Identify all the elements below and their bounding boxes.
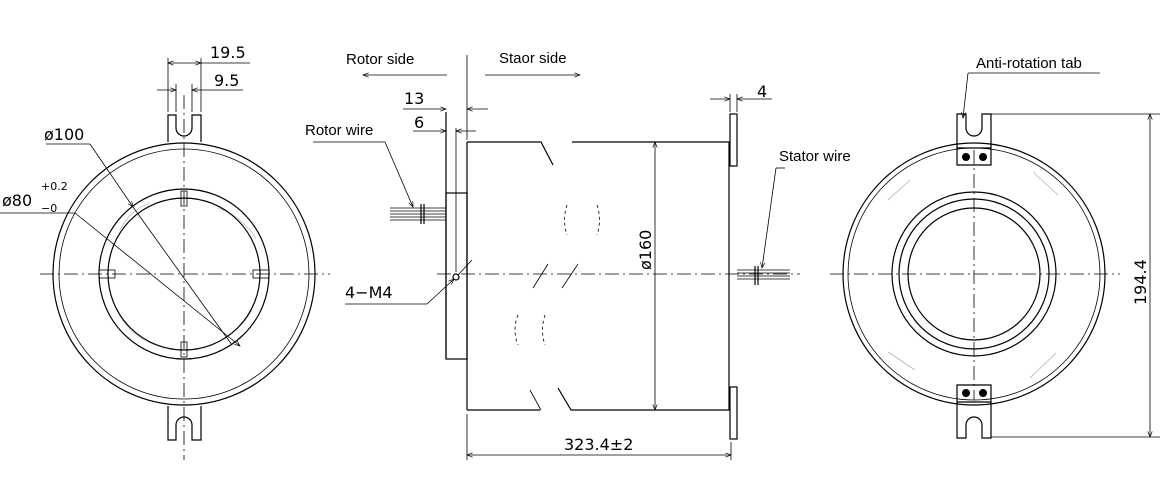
body: [467, 141, 730, 411]
wire-slot: [1029, 352, 1057, 379]
rotor-side-label: Rotor side: [346, 51, 414, 68]
dim-tab-slot: 9.5: [214, 71, 239, 90]
dim-length: 323.4±2: [564, 435, 633, 454]
dim-inner: ø80: [2, 191, 32, 210]
dim-bore: ø100: [44, 125, 84, 144]
thread-label: 4−M4: [345, 283, 393, 302]
stator-tab-top: [729, 113, 738, 167]
screw-icon: [962, 153, 970, 161]
thread-hole: [452, 273, 460, 281]
dim-4: 4: [757, 82, 767, 101]
wire-slot: [221, 309, 253, 341]
rear-view: Anti-rotation tab 194.4: [830, 55, 1160, 439]
rotor-flange: [445, 192, 468, 360]
screw-icon: [979, 153, 987, 161]
ring-notch: [180, 190, 188, 207]
wire-slot: [217, 207, 257, 239]
side-view: Rotor side Staor side Rotor wire Stator: [305, 50, 851, 460]
wire-slot: [1032, 171, 1059, 196]
dim-tab-outer: 19.5: [210, 43, 246, 62]
wire-slot: [887, 179, 911, 201]
wire-slot: [887, 351, 916, 371]
tab-top: [167, 114, 202, 142]
screw-icon: [962, 389, 970, 397]
dim-height: 194.4: [1131, 259, 1150, 305]
tol-lower: −0: [41, 202, 57, 215]
rotor-wire-label: Rotor wire: [305, 122, 373, 139]
dim-6: 6: [414, 113, 424, 132]
wire-slot: [119, 202, 151, 231]
wire-slot: [119, 314, 156, 346]
anti-rotation-tab-bottom: [956, 384, 992, 439]
stator-side-label: Staor side: [499, 50, 567, 67]
dim-13: 13: [404, 89, 424, 108]
stator-tab-bottom: [729, 386, 738, 440]
anti-rotation-tab-label: Anti-rotation tab: [976, 55, 1082, 72]
ring-notch: [252, 269, 270, 279]
stator-wire-label: Stator wire: [779, 148, 851, 165]
front-view: 19.5 9.5 ø100 ø80 +0.2 −0: [0, 43, 330, 460]
tol-upper: +0.2: [41, 180, 68, 193]
rotor-wire-bundle: [390, 204, 446, 224]
screw-icon: [979, 389, 987, 397]
tab-bottom: [167, 406, 202, 441]
ring-notch: [180, 341, 188, 358]
anti-rotation-tab-top: [956, 113, 992, 166]
dim-diameter: ø160: [636, 230, 655, 270]
break-lines: [514, 204, 600, 346]
stator-wire-bundle: [737, 266, 790, 285]
ring-notch: [98, 269, 116, 279]
